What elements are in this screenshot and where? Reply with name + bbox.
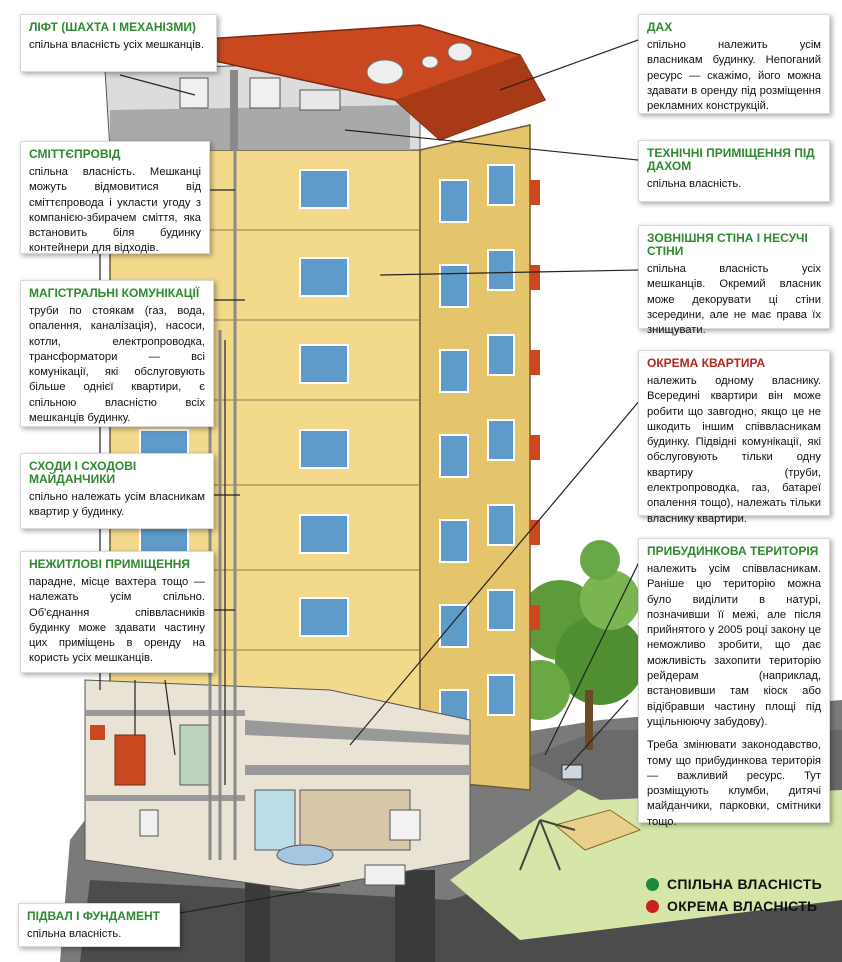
legend: СПІЛЬНА ВЛАСНІСТЬ ОКРЕМА ВЛАСНІСТЬ (646, 873, 836, 917)
callout-basement: ПІДВАЛ І ФУНДАМЕНТ спільна власність. (18, 903, 180, 947)
callout-territory-text-1: належить усім співвласникам. Раніше цю т… (647, 563, 821, 728)
callout-basement-text: спільна власність. (27, 928, 122, 940)
callout-roof-text: спільно належить усім власникам будинку.… (647, 39, 821, 113)
callout-walls-text: спільна власність усіх мешканців. Окреми… (647, 263, 821, 337)
legend-item-private: ОКРЕМА ВЛАСНІСТЬ (646, 895, 836, 917)
callout-technical-rooms: ТЕХНІЧНІ ПРИМІЩЕННЯ ПІД ДАХОМ спільна вл… (638, 140, 830, 202)
callout-apartment-title: ОКРЕМА КВАРТИРА (647, 356, 766, 370)
legend-label-common: СПІЛЬНА ВЛАСНІСТЬ (667, 876, 822, 892)
callout-territory: ПРИБУДИНКОВА ТЕРИТОРІЯ належить усім спі… (638, 538, 830, 828)
callout-walls-title: ЗОВНІШНЯ СТІНА І НЕСУЧІ СТІНИ (647, 231, 808, 258)
green-dot-icon (646, 877, 659, 891)
callout-stairs-text: спільно належать усім власникам квартир … (29, 491, 205, 519)
callout-lift: ЛІФТ (ШАХТА І МЕХАНІЗМИ) спільна власніс… (20, 14, 217, 72)
callout-territory-text-2: Треба змінювати законодавство, тому що п… (647, 739, 821, 828)
callout-apartment: ОКРЕМА КВАРТИРА належить одному власнику… (638, 350, 830, 525)
callout-stairs: СХОДИ І СХОДОВІ МАЙДАНЧИКИ спільно належ… (20, 453, 214, 529)
callout-lift-text: спільна власність усіх мешканців. (29, 39, 204, 51)
callout-nonresidential: НЕЖИТЛОВІ ПРИМІЩЕННЯ парадне, місце вахт… (20, 551, 214, 673)
red-dot-icon (646, 899, 659, 913)
legend-item-common: СПІЛЬНА ВЛАСНІСТЬ (646, 873, 836, 895)
callout-garbage-chute-text: спільна власність. Мешканці можуть відмо… (29, 166, 201, 255)
callout-apartment-text: належить одному власнику. Всередині квар… (647, 375, 821, 525)
lower-cutaway (84, 150, 471, 891)
callout-utilities-text: труби по стоякам (газ, вода, опалення, к… (29, 305, 205, 425)
callout-utilities-title: МАГІСТРАЛЬНІ КОМУНІКАЦІЇ (29, 286, 200, 300)
legend-label-private: ОКРЕМА ВЛАСНІСТЬ (667, 898, 818, 914)
callout-nonresidential-text: парадне, місце вахтера тощо — належать у… (29, 576, 205, 665)
callout-roof: ДАХ спільно належить усім власникам буди… (638, 14, 830, 114)
callout-basement-title: ПІДВАЛ І ФУНДАМЕНТ (27, 909, 160, 923)
callout-walls: ЗОВНІШНЯ СТІНА І НЕСУЧІ СТІНИ спільна вл… (638, 225, 830, 336)
callout-nonresidential-title: НЕЖИТЛОВІ ПРИМІЩЕННЯ (29, 557, 191, 571)
callout-roof-title: ДАХ (647, 20, 673, 34)
trees (510, 540, 645, 750)
callout-stairs-title: СХОДИ І СХОДОВІ МАЙДАНЧИКИ (29, 459, 137, 486)
callout-garbage-chute: СМІТТЄПРОВІД спільна власність. Мешканці… (20, 141, 210, 254)
callout-territory-title: ПРИБУДИНКОВА ТЕРИТОРІЯ (647, 544, 819, 558)
callout-lift-title: ЛІФТ (ШАХТА І МЕХАНІЗМИ) (29, 20, 196, 34)
callout-utilities: МАГІСТРАЛЬНІ КОМУНІКАЦІЇ труби по стояка… (20, 280, 214, 427)
swing (519, 819, 576, 871)
callout-technical-rooms-title: ТЕХНІЧНІ ПРИМІЩЕННЯ ПІД ДАХОМ (647, 146, 815, 173)
callout-technical-rooms-text: спільна власність. (647, 178, 742, 190)
callout-garbage-chute-title: СМІТТЄПРОВІД (29, 147, 121, 161)
